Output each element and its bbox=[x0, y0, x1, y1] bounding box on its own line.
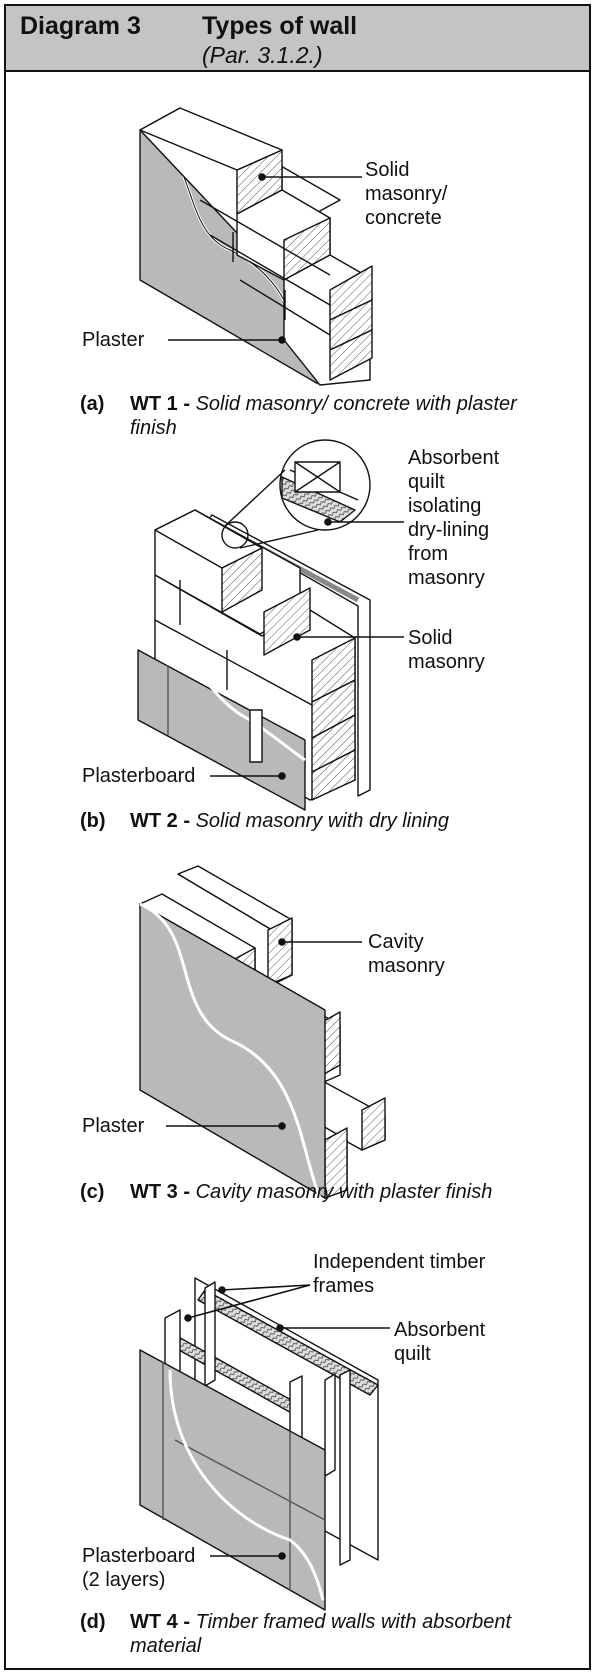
wt4-leaders bbox=[184, 1284, 390, 1560]
figure-wt4 bbox=[139, 1277, 379, 1611]
label-line: Absorbent bbox=[408, 447, 500, 469]
label-line: from bbox=[408, 543, 448, 565]
diagram-frame: Diagram 3 Types of wall (Par. 3.1.2.) bbox=[4, 4, 591, 1670]
label-line: Independent timber bbox=[313, 1251, 486, 1273]
diagram-number: Diagram 3 bbox=[20, 12, 141, 40]
figure-wt2 bbox=[137, 439, 371, 811]
label-independent-timber-frames: Independent timber frames bbox=[313, 1250, 485, 1298]
wt2-leaders bbox=[210, 518, 404, 780]
label-line: Plasterboard bbox=[82, 1545, 196, 1567]
label-absorbent-quilt-isolating: Absorbent quilt isolating dry-lining fro… bbox=[408, 446, 499, 590]
label-line: Absorbent bbox=[394, 1319, 486, 1341]
label-plasterboard-2-layers: Plasterboard (2 layers) bbox=[82, 1544, 195, 1592]
caption-letter: (d) bbox=[80, 1611, 106, 1633]
label-line: masonry bbox=[408, 651, 485, 673]
caption-code: WT 2 - bbox=[130, 810, 190, 832]
label-line: Solid bbox=[408, 627, 453, 649]
caption-description: Solid masonry/ concrete with plaster fin… bbox=[130, 393, 517, 439]
caption-letter: (b) bbox=[80, 810, 106, 832]
label-line: Cavity bbox=[368, 931, 424, 953]
label-line: (2 layers) bbox=[82, 1569, 166, 1591]
label-line: quilt bbox=[394, 1343, 431, 1365]
wt3-leaders bbox=[166, 938, 362, 1130]
label-plasterboard: Plasterboard bbox=[82, 765, 196, 787]
caption-code: WT 3 - bbox=[130, 1181, 190, 1203]
label-line: masonry/ bbox=[365, 183, 448, 205]
label-line: Solid bbox=[365, 159, 410, 181]
caption-description: Timber framed walls with absorbent mater… bbox=[130, 1611, 512, 1657]
caption-description: Cavity masonry with plaster finish bbox=[195, 1181, 493, 1203]
diagram-header: Diagram 3 Types of wall (Par. 3.1.2.) bbox=[6, 6, 589, 72]
label-solid-masonry: Solid masonry bbox=[408, 626, 485, 674]
label-plaster: Plaster bbox=[82, 1115, 145, 1137]
diagram-title: Types of wall bbox=[202, 12, 358, 40]
label-line: concrete bbox=[365, 207, 442, 229]
label-absorbent-quilt: Absorbent quilt bbox=[394, 1318, 485, 1366]
label-solid-masonry-concrete: Solid masonry/ concrete bbox=[365, 158, 447, 230]
caption-letter: (a) bbox=[80, 393, 105, 415]
label-line: quilt bbox=[408, 471, 445, 493]
label-line: isolating bbox=[408, 495, 482, 517]
label-line: dry-lining bbox=[408, 519, 490, 541]
label-cavity-masonry: Cavity masonry bbox=[368, 930, 445, 978]
label-line: masonry bbox=[368, 955, 445, 977]
caption-code: WT 4 - bbox=[130, 1611, 190, 1633]
plasterboard-layer bbox=[139, 1349, 326, 1611]
diagram-reference: (Par. 3.1.2.) bbox=[202, 42, 323, 68]
label-line: masonry bbox=[408, 567, 485, 589]
caption-letter: (c) bbox=[80, 1181, 105, 1203]
label-plaster: Plaster bbox=[82, 329, 145, 351]
label-line: frames bbox=[313, 1275, 375, 1297]
caption-description: Solid masonry with dry lining bbox=[195, 810, 449, 832]
figure-wt1 bbox=[139, 107, 373, 386]
wt1-leaders bbox=[168, 173, 362, 344]
figure-wt3 bbox=[139, 865, 386, 1199]
caption-code: WT 1 - bbox=[130, 393, 190, 415]
